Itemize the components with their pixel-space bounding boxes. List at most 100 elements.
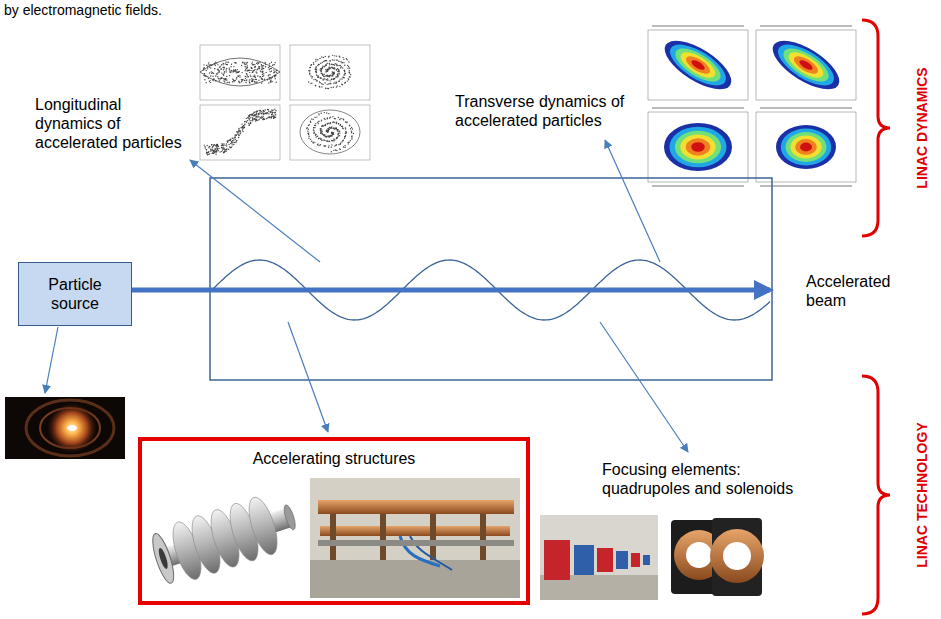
phase-dot <box>254 118 255 119</box>
source-box: Particle source <box>18 262 132 326</box>
phase-dot <box>326 131 327 132</box>
phase-dot <box>213 151 214 152</box>
phase-dot <box>333 138 334 139</box>
phase-dot <box>249 116 250 117</box>
phase-dot <box>242 131 243 132</box>
phase-dot <box>235 80 236 81</box>
phase-dot <box>315 134 316 135</box>
phase-dot <box>253 115 254 116</box>
photo-ground <box>5 397 125 459</box>
phase-dot <box>249 72 250 73</box>
phase-dot <box>252 79 253 80</box>
density-contour <box>690 58 706 71</box>
phase-dot <box>239 82 240 83</box>
phase-dot <box>260 117 261 118</box>
phase-dot <box>324 60 325 61</box>
phase-dot <box>216 151 217 152</box>
phase-dot <box>269 78 270 79</box>
phase-dot <box>275 110 276 111</box>
phase-dot <box>255 117 256 118</box>
phase-dot <box>310 75 311 76</box>
phase-dot <box>338 123 339 124</box>
phase-dot <box>322 125 323 126</box>
phase-dot <box>221 78 222 79</box>
phase-dot <box>315 79 316 80</box>
phase-dot <box>254 114 255 115</box>
density-contour <box>664 123 732 171</box>
phase-dot <box>221 64 222 65</box>
phase-dot <box>260 111 261 112</box>
phase-dot <box>320 73 321 74</box>
phase-dot <box>337 85 338 86</box>
phase-dot <box>326 112 327 113</box>
phase-dot <box>337 59 338 60</box>
phase-dot <box>244 121 245 122</box>
phase-dot <box>273 69 274 70</box>
phase-dot <box>328 113 329 114</box>
phase-dot <box>312 119 313 120</box>
phase-dot <box>323 135 324 136</box>
phase-dot <box>271 116 272 117</box>
phase-dot <box>329 76 330 77</box>
phase-dot <box>249 119 250 120</box>
phase-dot <box>349 124 350 125</box>
phase-dot <box>222 144 223 145</box>
phase-dot <box>325 65 326 66</box>
phase-dot <box>239 76 240 77</box>
phase-dot <box>252 79 253 80</box>
phase-dot <box>248 118 249 119</box>
phase-dot <box>237 72 238 73</box>
phase-dot <box>210 67 211 68</box>
phase-dot <box>230 139 231 140</box>
phase-dot <box>252 79 253 80</box>
hall-floor <box>310 560 520 598</box>
phase-dot <box>213 145 214 146</box>
phase-dot <box>218 79 219 80</box>
phase-dot <box>327 80 328 81</box>
phase-dot <box>257 63 258 64</box>
phase-dot <box>236 131 237 132</box>
phase-dot <box>320 77 321 78</box>
support <box>480 514 486 560</box>
density-contour <box>691 142 705 152</box>
phase-dot <box>205 75 206 76</box>
phase-dot <box>341 141 342 142</box>
phase-dot <box>218 78 219 79</box>
phase-dot <box>246 73 247 74</box>
phase-dot <box>317 143 318 144</box>
phase-dot <box>329 127 330 128</box>
phase-dot <box>206 152 207 153</box>
phase-dot <box>331 133 332 134</box>
phase-dot <box>215 151 216 152</box>
phase-dot <box>347 80 348 81</box>
separatrix <box>200 58 280 86</box>
phase-dot <box>349 125 350 126</box>
phase-dot <box>234 135 235 136</box>
phase-dot <box>212 72 213 73</box>
phase-dot <box>330 122 331 123</box>
phase-dot <box>244 80 245 81</box>
phase-dot <box>238 129 239 130</box>
phase-dot <box>326 136 327 137</box>
phase-dot <box>214 148 215 149</box>
phase-dot <box>256 120 257 121</box>
phase-dot <box>257 114 258 115</box>
phase-dot <box>270 78 271 79</box>
phase-dot <box>208 62 209 63</box>
phase-dot <box>338 117 339 118</box>
phase-dot <box>333 71 334 72</box>
phase-dot <box>313 64 314 65</box>
density-contour <box>772 37 840 94</box>
phase-dot <box>322 84 323 85</box>
quadrupole-magnet <box>643 555 650 565</box>
phase-dot <box>229 67 230 68</box>
support <box>430 514 436 560</box>
phase-dot <box>308 133 309 134</box>
phase-dot <box>249 79 250 80</box>
phase-dot <box>206 151 207 152</box>
phase-dot <box>261 78 262 79</box>
phase-dot <box>338 133 339 134</box>
phase-dot <box>258 113 259 114</box>
phase-dot <box>337 74 338 75</box>
phase-dot <box>332 132 333 133</box>
